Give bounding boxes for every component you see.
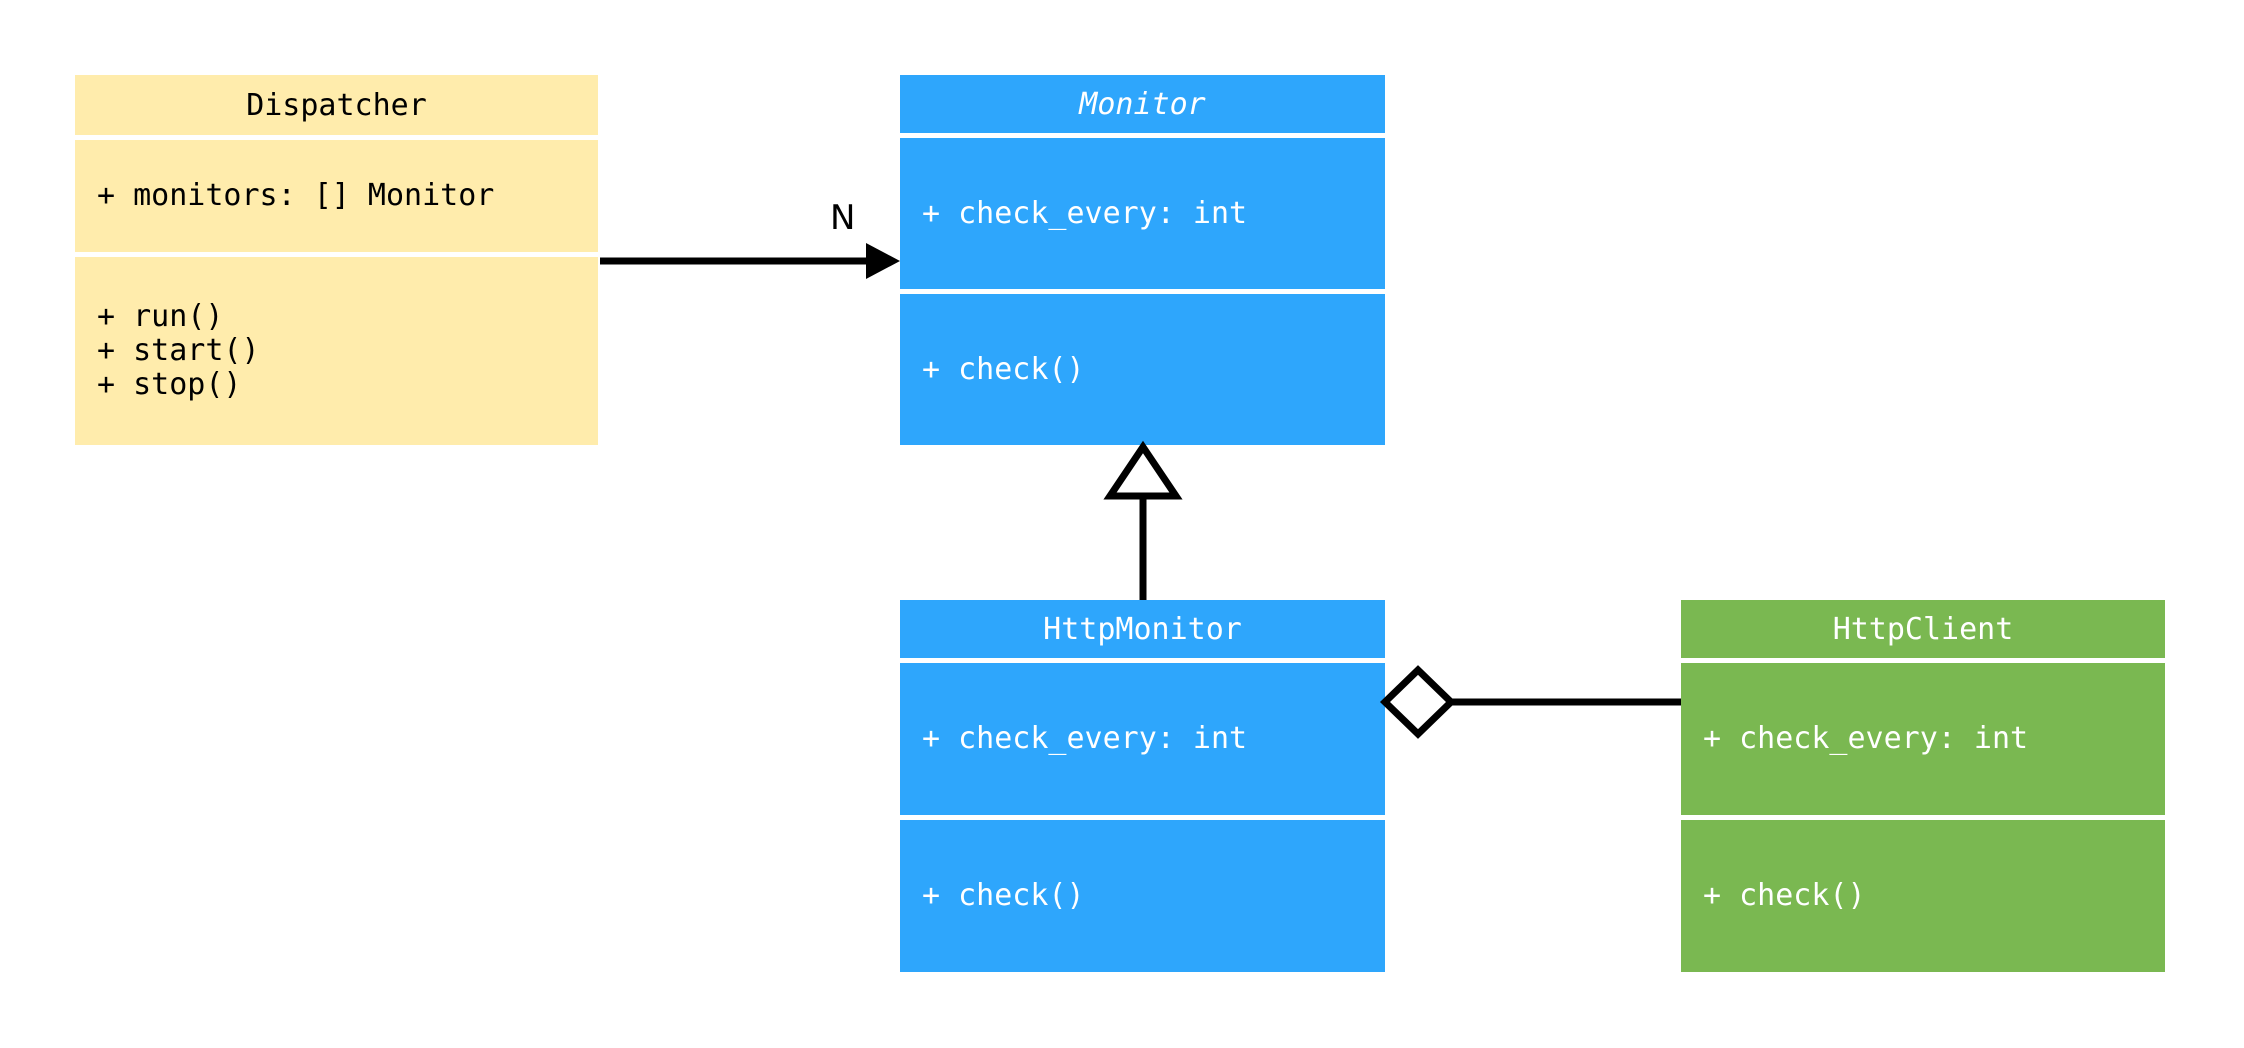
class-operations-monitor: + check()	[900, 294, 1385, 445]
class-name-monitor: Monitor	[1079, 86, 1206, 122]
attribute-item: + check_every: int	[1703, 721, 2029, 756]
class-box-httpclient[interactable]: HttpClient + check_every: int + check()	[1681, 600, 2165, 972]
class-box-httpmonitor[interactable]: HttpMonitor + check_every: int + check()	[900, 600, 1385, 972]
class-name-dispatcher: Dispatcher	[246, 87, 427, 123]
hollow-diamond-icon	[1379, 665, 1457, 739]
solid-arrowhead-icon	[866, 243, 900, 279]
operation-item: + stop()	[97, 367, 242, 402]
class-header-dispatcher: Dispatcher	[75, 75, 598, 135]
operation-item: + start()	[97, 333, 260, 368]
relationship-httpmonitor-to-monitor	[1103, 440, 1183, 600]
operation-item: + check()	[922, 878, 1085, 913]
operation-item: + run()	[97, 299, 224, 334]
attribute-item: + check_every: int	[922, 195, 1248, 231]
class-attributes-httpclient: + check_every: int	[1681, 663, 2165, 815]
class-box-monitor[interactable]: Monitor + check_every: int + check()	[900, 75, 1385, 445]
attribute-item: + check_every: int	[922, 721, 1248, 756]
hollow-triangle-icon	[1103, 440, 1183, 500]
class-operations-httpclient: + check()	[1681, 820, 2165, 972]
class-name-httpmonitor: HttpMonitor	[1043, 611, 1242, 647]
operation-item: + check()	[922, 351, 1085, 387]
class-name-httpclient: HttpClient	[1832, 611, 2014, 647]
operation-item: + check()	[1703, 878, 1866, 913]
edge-label-multiplicity-n: N	[830, 198, 856, 238]
class-header-httpclient: HttpClient	[1681, 600, 2165, 658]
attribute-item: + monitors: [] Monitor	[97, 178, 495, 213]
class-operations-dispatcher: + run() + start() + stop()	[75, 257, 598, 445]
class-operations-httpmonitor: + check()	[900, 820, 1385, 972]
relationship-dispatcher-to-monitor	[600, 243, 900, 279]
class-attributes-monitor: + check_every: int	[900, 138, 1385, 289]
class-attributes-httpmonitor: + check_every: int	[900, 663, 1385, 815]
class-attributes-dispatcher: + monitors: [] Monitor	[75, 140, 598, 252]
class-header-httpmonitor: HttpMonitor	[900, 600, 1385, 658]
class-header-monitor: Monitor	[900, 75, 1385, 133]
relationship-httpmonitor-to-httpclient	[1379, 665, 1681, 739]
class-box-dispatcher[interactable]: Dispatcher + monitors: [] Monitor + run(…	[75, 75, 598, 445]
